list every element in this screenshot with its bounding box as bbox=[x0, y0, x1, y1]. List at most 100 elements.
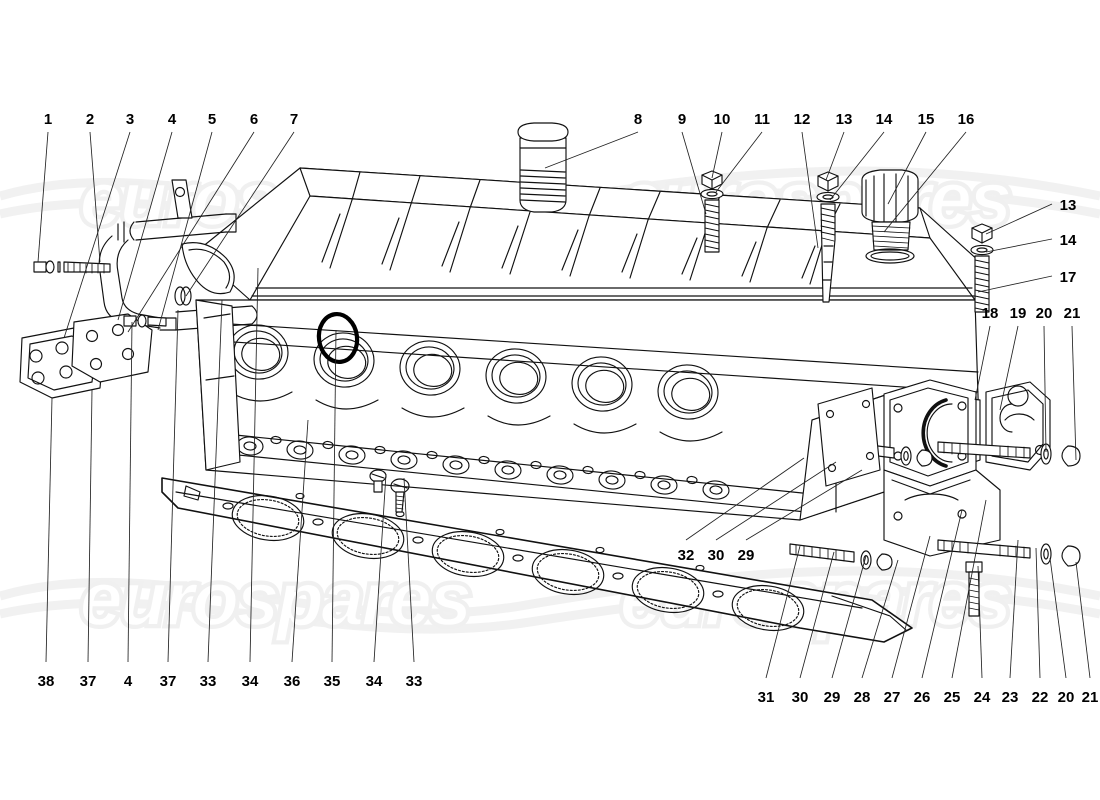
callout-right-block-18: 18 bbox=[981, 305, 999, 322]
callout-bottom-right-21: 21 bbox=[1081, 689, 1099, 706]
leader-line-25 bbox=[951, 499, 987, 679]
right-stud-row-lower bbox=[937, 539, 1081, 567]
leader-line-30 bbox=[715, 461, 837, 541]
callout-bottom-left-34: 34 bbox=[365, 673, 383, 690]
leader-line-37 bbox=[167, 309, 179, 663]
head-bolt-flange bbox=[236, 435, 730, 500]
leader-line-4 bbox=[117, 131, 173, 321]
callout-top-left-2: 2 bbox=[85, 111, 95, 128]
leader-line-14 bbox=[829, 131, 885, 201]
fastener-stack-9-10-11 bbox=[700, 170, 724, 253]
leader-line-18 bbox=[974, 325, 991, 401]
leader-line-16 bbox=[883, 131, 967, 233]
leader-line-11 bbox=[715, 131, 763, 193]
leader-line-4 bbox=[127, 321, 133, 663]
leader-line-12 bbox=[801, 131, 819, 249]
camshaft-cover-assembly bbox=[195, 167, 981, 301]
callout-top-right-11: 11 bbox=[754, 111, 770, 128]
fastener-stack-right-13-14-17 bbox=[970, 223, 994, 313]
leader-line-35 bbox=[331, 329, 337, 663]
leader-line-6 bbox=[127, 131, 255, 333]
callout-mid-30: 30 bbox=[707, 547, 725, 564]
leader-line-29 bbox=[831, 555, 867, 679]
leader-line-13 bbox=[825, 131, 845, 181]
leader-line-33 bbox=[207, 299, 223, 663]
callout-bottom-left-37: 37 bbox=[159, 673, 177, 690]
callout-top-right-14: 14 bbox=[875, 111, 893, 128]
leader-line-22 bbox=[1035, 547, 1041, 679]
leader-line-31 bbox=[765, 545, 801, 679]
callout-mid-32: 32 bbox=[677, 547, 695, 564]
callout-bottom-right-27: 27 bbox=[883, 689, 901, 706]
leader-line-27 bbox=[891, 535, 931, 679]
intake-port-bosses bbox=[227, 324, 723, 442]
leader-line-1 bbox=[37, 131, 49, 263]
leader-line-10 bbox=[711, 131, 723, 179]
callout-top-left-7: 7 bbox=[289, 111, 299, 128]
leader-line-3 bbox=[63, 131, 131, 339]
fastener-stack-12-13-14 bbox=[816, 171, 840, 303]
callout-bottom-right-22: 22 bbox=[1031, 689, 1049, 706]
callout-bottom-left-35: 35 bbox=[323, 673, 341, 690]
leader-line-38 bbox=[45, 397, 53, 663]
leader-line-34 bbox=[249, 267, 259, 663]
leader-line-30 bbox=[799, 551, 835, 679]
leader-line-34 bbox=[373, 473, 387, 663]
callout-mid-29: 29 bbox=[737, 547, 755, 564]
callout-bottom-right-20: 20 bbox=[1057, 689, 1075, 706]
callout-top-left-6: 6 bbox=[249, 111, 259, 128]
leader-line-23 bbox=[1009, 539, 1019, 679]
leader-line-33 bbox=[403, 477, 415, 663]
callout-top-right-8: 8 bbox=[633, 111, 643, 128]
callout-bottom-left-4: 4 bbox=[123, 673, 133, 690]
callout-right-edge-17: 17 bbox=[1059, 269, 1077, 286]
leader-line-13 bbox=[985, 203, 1053, 235]
leader-line-21 bbox=[1075, 561, 1091, 679]
callout-top-left-1: 1 bbox=[43, 111, 53, 128]
oil-filler-neck-part-8 bbox=[517, 122, 569, 213]
leader-line-14 bbox=[985, 238, 1053, 253]
leader-line-28 bbox=[861, 559, 899, 679]
callout-right-block-21: 21 bbox=[1063, 305, 1081, 322]
leader-line-20 bbox=[1043, 325, 1047, 453]
leader-line-5 bbox=[157, 131, 213, 331]
callout-bottom-right-26: 26 bbox=[913, 689, 931, 706]
callout-top-right-10: 10 bbox=[713, 111, 731, 128]
callout-bottom-right-28: 28 bbox=[853, 689, 871, 706]
leader-line-36 bbox=[291, 419, 309, 663]
callout-bottom-right-23: 23 bbox=[1001, 689, 1019, 706]
callout-bottom-right-31: 31 bbox=[757, 689, 775, 706]
leader-line-20 bbox=[1049, 557, 1067, 679]
leader-line-29 bbox=[745, 469, 863, 541]
callout-top-right-9: 9 bbox=[677, 111, 687, 128]
callout-bottom-right-30: 30 bbox=[791, 689, 809, 706]
leader-line-15 bbox=[887, 131, 927, 205]
head-gasket-part-36 bbox=[161, 477, 913, 643]
head-left-end-face bbox=[195, 299, 241, 471]
leader-line-19 bbox=[999, 325, 1019, 411]
leader-line-9 bbox=[681, 131, 707, 215]
callout-top-left-4: 4 bbox=[167, 111, 177, 128]
callout-bottom-right-29: 29 bbox=[823, 689, 841, 706]
vertical-bolt-part-24 bbox=[965, 561, 983, 617]
callout-bottom-left-34: 34 bbox=[241, 673, 259, 690]
callout-bottom-left-37: 37 bbox=[79, 673, 97, 690]
leader-line-17 bbox=[977, 275, 1053, 293]
callout-right-block-19: 19 bbox=[1009, 305, 1027, 322]
callout-bottom-left-38: 38 bbox=[37, 673, 55, 690]
callout-bottom-right-24: 24 bbox=[973, 689, 991, 706]
callout-top-right-12: 12 bbox=[793, 111, 811, 128]
leader-line-2 bbox=[89, 131, 101, 263]
callout-bottom-left-36: 36 bbox=[283, 673, 301, 690]
watermark-text-inner: eurospares bbox=[80, 557, 470, 642]
callout-top-right-16: 16 bbox=[957, 111, 975, 128]
callout-bottom-left-33: 33 bbox=[405, 673, 423, 690]
knurled-cap-part-15 bbox=[861, 169, 919, 264]
leader-line-7 bbox=[185, 131, 295, 297]
leader-line-37 bbox=[87, 389, 93, 663]
leader-line-26 bbox=[921, 509, 963, 679]
leader-line-8 bbox=[544, 131, 639, 169]
callout-right-edge-13: 13 bbox=[1059, 197, 1077, 214]
